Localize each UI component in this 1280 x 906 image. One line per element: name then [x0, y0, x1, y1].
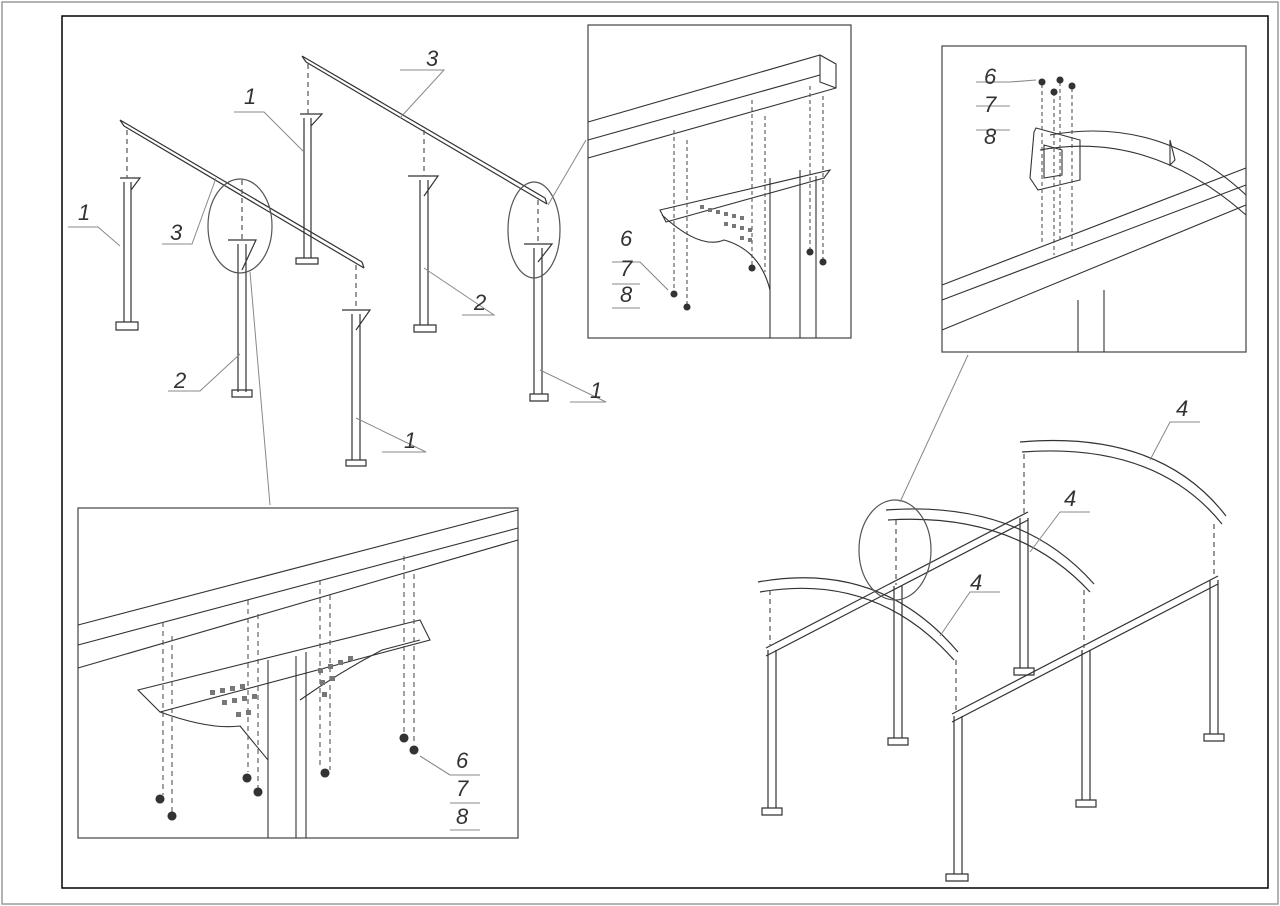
callout-beam: 3 [426, 46, 439, 71]
callout-fastener-1: 6 [984, 64, 997, 89]
detail-view-beam-end [587, 24, 852, 339]
callout-fastener-2: 7 [984, 92, 997, 117]
assembled-structure-view [757, 354, 1227, 882]
callout-fastener-2: 7 [620, 256, 633, 281]
callout-arch: 4 [1064, 486, 1076, 511]
callout-fastener-3: 8 [456, 804, 469, 829]
callout-fastener-3: 8 [984, 124, 997, 149]
callout-post-b: 2 [173, 368, 186, 393]
callout-fastener-1: 6 [620, 226, 633, 251]
callout-fastener-1: 6 [456, 748, 469, 773]
callout-arch: 4 [1176, 396, 1188, 421]
drawing-frame [61, 15, 1269, 889]
callout-beam: 3 [170, 220, 183, 245]
callout-fastener-2: 7 [456, 776, 469, 801]
callout-post-a: 1 [590, 378, 602, 403]
detail-view-post-head [77, 507, 519, 839]
callout-arch: 4 [970, 570, 982, 595]
callout-fastener-3: 8 [620, 282, 633, 307]
callout-post-b: 2 [473, 290, 486, 315]
detail-view-arch-bracket [941, 45, 1247, 353]
exploded-frame-view [68, 55, 607, 506]
callout-post-a: 1 [78, 200, 90, 225]
callout-post-a: 1 [404, 428, 416, 453]
callout-post-a: 1 [244, 84, 256, 109]
